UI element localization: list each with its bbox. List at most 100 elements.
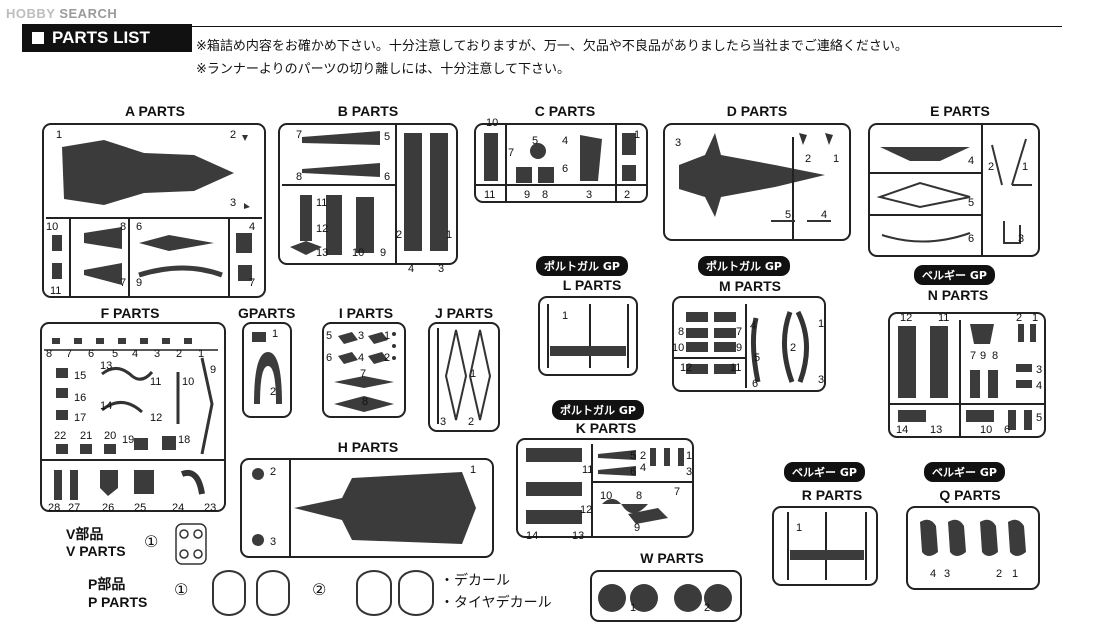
h-parts-runner: 2 1 3 — [240, 458, 494, 558]
q-parts-runner: 4 3 2 1 — [906, 506, 1040, 590]
part-number: 2 — [396, 229, 403, 241]
note-line-1: ※箱詰め内容をお確かめ下さい。十分注意しておりますが、万一、欠品や不良品がありま… — [196, 39, 908, 54]
part-number: 7 — [120, 277, 127, 289]
part-number: 14 — [896, 424, 909, 436]
part-number: 6 — [1004, 424, 1011, 436]
part-number: 6 — [326, 352, 333, 364]
part-number: 4 — [1036, 380, 1043, 392]
part-number: 8 — [362, 396, 369, 408]
part-number: 10 — [600, 490, 613, 502]
part-number: 11 — [938, 312, 950, 324]
part-number: 4 — [562, 135, 569, 147]
part-number: 4 — [821, 209, 828, 221]
part-number: 24 — [172, 502, 185, 514]
p-parts-quantity-2: ② — [312, 580, 327, 599]
i-parts-drawing — [334, 332, 396, 412]
part-number: 10 — [352, 247, 365, 259]
f-parts-runner: 8 7 6 5 4 3 2 1 9 15 13 11 10 16 14 17 1… — [40, 322, 226, 514]
part-number: 5 — [384, 131, 391, 143]
k-parts-runner: 11 5 2 1 6 4 3 12 10 8 7 9 14 13 — [516, 438, 694, 542]
part-number: 10 — [182, 376, 195, 388]
part-number: 4 — [930, 568, 937, 580]
part-number: 7 — [970, 350, 977, 362]
part-number: 28 — [48, 502, 61, 514]
divider — [192, 26, 1062, 27]
n-parts-badge: ベルギー GP — [914, 265, 995, 285]
a-parts-label: A PARTS — [125, 103, 185, 119]
part-number: 9 — [380, 247, 387, 259]
h-parts-drawing — [252, 460, 476, 556]
part-number: 7 — [674, 486, 681, 498]
part-number: 4 — [408, 263, 415, 275]
part-number: 11 — [50, 285, 62, 297]
part-number: 22 — [54, 430, 67, 442]
part-number: 4 — [968, 155, 975, 167]
tire-icon — [212, 570, 246, 616]
decal-item: ・デカール — [440, 573, 510, 589]
part-number: 10 — [980, 424, 993, 436]
l-parts-label: L PARTS — [562, 277, 622, 293]
watermark: HOBBY SEARCH — [6, 6, 118, 21]
part-number: 2 — [230, 129, 237, 141]
part-number: 6 — [630, 466, 637, 478]
part-number: 1 — [562, 310, 569, 322]
part-number: 1 — [630, 602, 637, 614]
q-parts-drawing — [920, 519, 1026, 556]
part-number: 7 — [296, 129, 303, 141]
part-number: 1 — [56, 129, 63, 141]
part-number: 1 — [1032, 312, 1039, 324]
part-number: 6 — [88, 348, 95, 360]
part-number: 9 — [524, 189, 531, 201]
part-number: 11 — [150, 376, 162, 388]
f-parts-label: F PARTS — [100, 305, 160, 321]
part-number: 15 — [74, 370, 87, 382]
part-number: 2 — [790, 342, 797, 354]
r-parts-runner: 1 — [772, 506, 878, 586]
part-number: 3 — [270, 536, 277, 548]
part-number: 7 — [249, 277, 256, 289]
part-number: 12 — [150, 412, 163, 424]
part-number: 2 — [384, 352, 391, 364]
part-number: 10 — [46, 221, 59, 233]
part-number: 12 — [900, 312, 913, 324]
part-number: 13 — [930, 424, 943, 436]
a-parts-runner: 1 2 3 10 8 6 4 7 9 7 11 — [42, 123, 266, 298]
b-parts-label: B PARTS — [337, 103, 399, 119]
part-number: 8 — [296, 171, 303, 183]
j-parts-runner: 1 3 2 — [428, 322, 500, 432]
q-parts-label: Q PARTS — [939, 487, 1001, 503]
part-number: 5 — [630, 450, 637, 462]
part-number: 17 — [74, 412, 87, 424]
part-number: 5 — [532, 135, 539, 147]
w-parts-drawing — [598, 584, 732, 612]
part-number: 19 — [122, 434, 135, 446]
part-number: 14 — [100, 400, 113, 412]
p-parts-quantity-1: ① — [174, 580, 189, 599]
part-number: 5 — [112, 348, 119, 360]
e-parts-label: E PARTS — [930, 103, 990, 119]
part-number: 12 — [316, 223, 329, 235]
part-number: 11 — [730, 362, 742, 374]
part-number: 5 — [326, 330, 333, 342]
note-line-2: ※ランナーよりのパーツの切り離しには、十分注意して下さい。 — [196, 62, 570, 77]
v-parts-drawing — [175, 523, 207, 565]
c-parts-label: C PARTS — [534, 103, 596, 119]
j-parts-drawing — [437, 328, 492, 424]
part-number: 3 — [818, 374, 825, 386]
part-number: 16 — [74, 392, 87, 404]
part-number: 3 — [1036, 364, 1043, 376]
part-number: 4 — [132, 348, 139, 360]
r-parts-label: R PARTS — [801, 487, 863, 503]
part-number: 9 — [634, 522, 641, 534]
part-number: 11 — [582, 464, 594, 476]
i-parts-label: I PARTS — [338, 305, 394, 321]
g-parts-label: GPARTS — [238, 305, 296, 321]
part-number: 1 — [198, 348, 205, 360]
part-number: 6 — [562, 163, 569, 175]
n-parts-drawing — [890, 320, 1044, 436]
k-parts-drawing — [526, 444, 692, 536]
tire-decal-item: ・タイヤデカール — [440, 595, 552, 611]
a-parts-drawing — [46, 135, 262, 296]
tire-icon — [356, 570, 392, 616]
e-parts-runner: 4 2 1 5 6 3 — [868, 123, 1040, 257]
